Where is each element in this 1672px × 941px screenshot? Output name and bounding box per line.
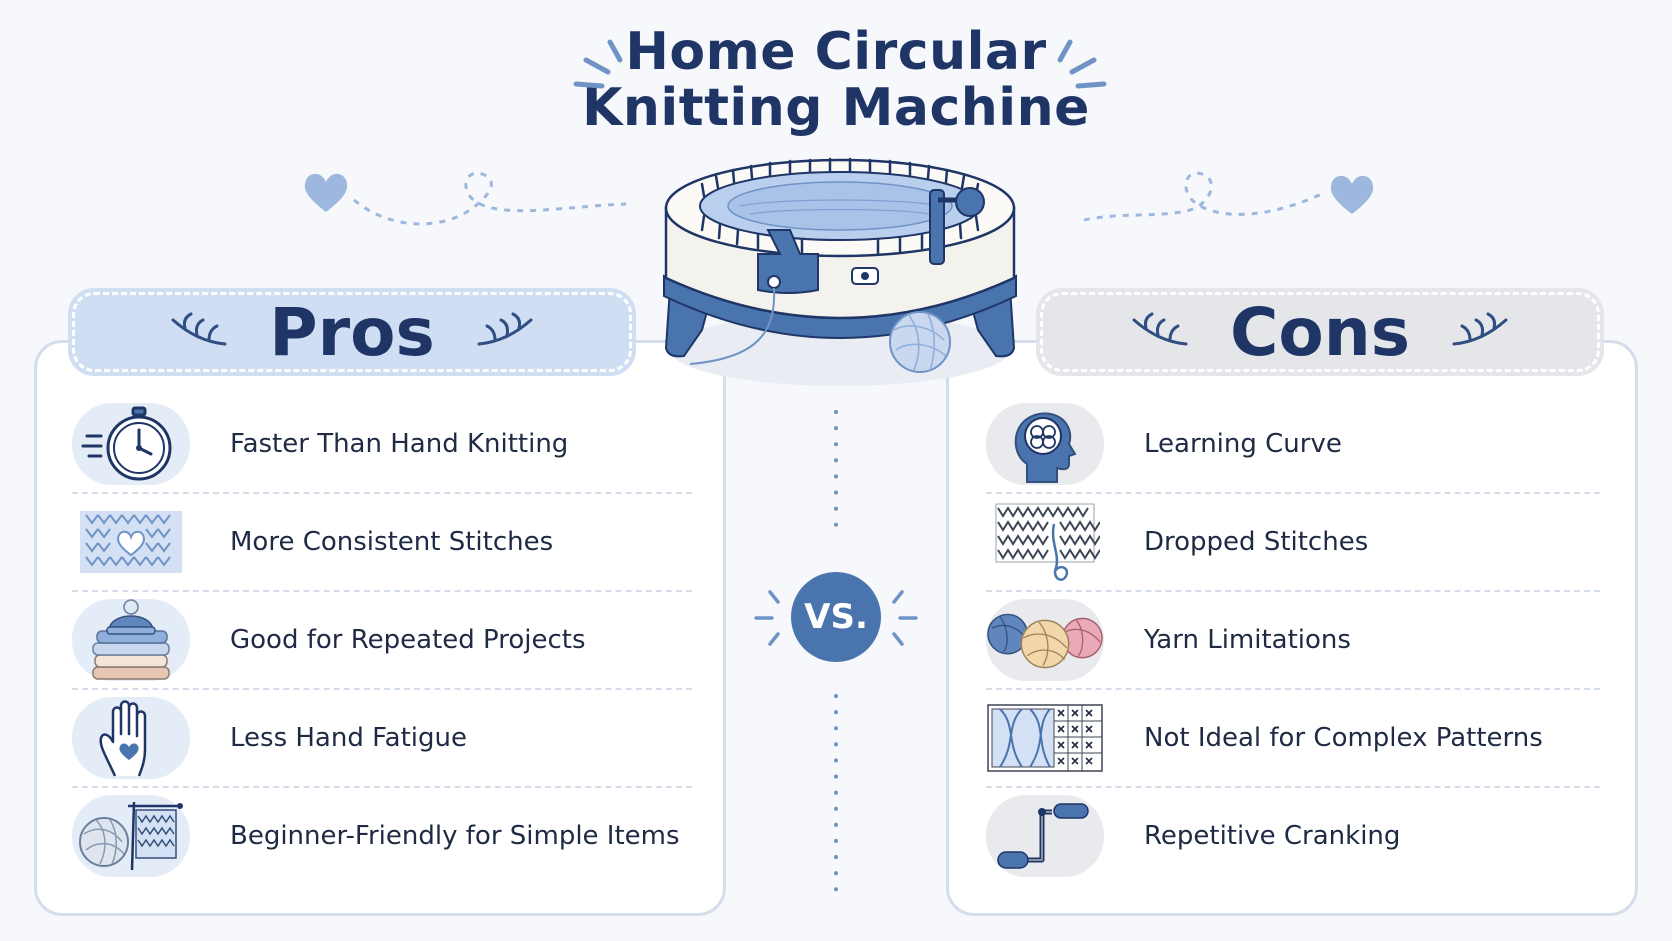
hand-heart-icon <box>99 700 147 777</box>
pros-banner: Pros <box>72 292 632 372</box>
sprig-right-icon <box>477 312 533 346</box>
page-title-line-1: Home Circular <box>625 22 1047 82</box>
stopwatch-icon <box>81 406 172 481</box>
list-item: Yarn Limitations <box>986 592 1600 690</box>
title-sparkles-right-icon <box>1057 39 1107 89</box>
pros-heading: Pros <box>269 293 435 371</box>
sprig-left-icon <box>171 312 227 346</box>
head-brain-icon <box>1014 412 1077 483</box>
yarn-balls-icon <box>987 613 1103 669</box>
cons-item-label: Dropped Stitches <box>1144 527 1369 557</box>
dropped-stitch-icon <box>995 503 1100 581</box>
decorative-heart-left-icon <box>304 173 348 212</box>
cons-item-label: Learning Curve <box>1144 429 1342 459</box>
cons-banner: Cons <box>1040 292 1600 372</box>
list-item: Learning Curve <box>986 396 1600 494</box>
dotted-loop-left-icon <box>353 171 627 226</box>
list-item: Repetitive Cranking <box>986 788 1600 884</box>
pros-item-label: More Consistent Stitches <box>230 527 554 557</box>
cons-item-label: Repetitive Cranking <box>1144 821 1401 851</box>
title-sparkles-left-icon <box>573 39 623 89</box>
dotted-loop-right-icon <box>1083 171 1327 222</box>
list-item: Dropped Stitches <box>986 494 1600 592</box>
list-item: Beginner-Friendly for Simple Items <box>72 788 692 884</box>
vs-badge: VS. <box>791 572 881 662</box>
list-item: Not Ideal for Complex Patterns <box>986 690 1600 788</box>
page-title-line-2: Knitting Machine <box>582 78 1090 138</box>
pattern-chart-icon <box>987 704 1103 772</box>
sprig-left-icon <box>1132 312 1188 346</box>
pros-item-label: Faster Than Hand Knitting <box>230 429 569 459</box>
pros-item-label: Less Hand Fatigue <box>230 723 468 753</box>
pros-item-label: Good for Repeated Projects <box>230 625 586 655</box>
center-divider <box>834 410 838 906</box>
vs-sparkles-icon <box>754 590 918 646</box>
knitting-machine-illustration <box>663 157 1017 386</box>
list-item: Faster Than Hand Knitting <box>72 396 692 494</box>
yarn-and-needles-icon <box>79 801 183 871</box>
pros-item-label: Beginner-Friendly for Simple Items <box>230 821 680 851</box>
knit-fabric-heart-icon <box>80 511 182 573</box>
decorative-heart-right-icon <box>1330 175 1374 214</box>
cons-item-label: Not Ideal for Complex Patterns <box>1144 723 1543 753</box>
folded-knits-beanie-icon <box>92 599 170 680</box>
cons-item-label: Yarn Limitations <box>1144 625 1351 655</box>
sprig-right-icon <box>1452 312 1508 346</box>
pros-list: Faster Than Hand Knitting More Consisten… <box>72 396 692 884</box>
crank-handle-icon <box>997 803 1089 869</box>
list-item: More Consistent Stitches <box>72 494 692 592</box>
list-item: Less Hand Fatigue <box>72 690 692 788</box>
cons-heading: Cons <box>1229 293 1411 371</box>
list-item: Good for Repeated Projects <box>72 592 692 690</box>
cons-list: Learning Curve Dropped Stitches <box>986 396 1600 884</box>
